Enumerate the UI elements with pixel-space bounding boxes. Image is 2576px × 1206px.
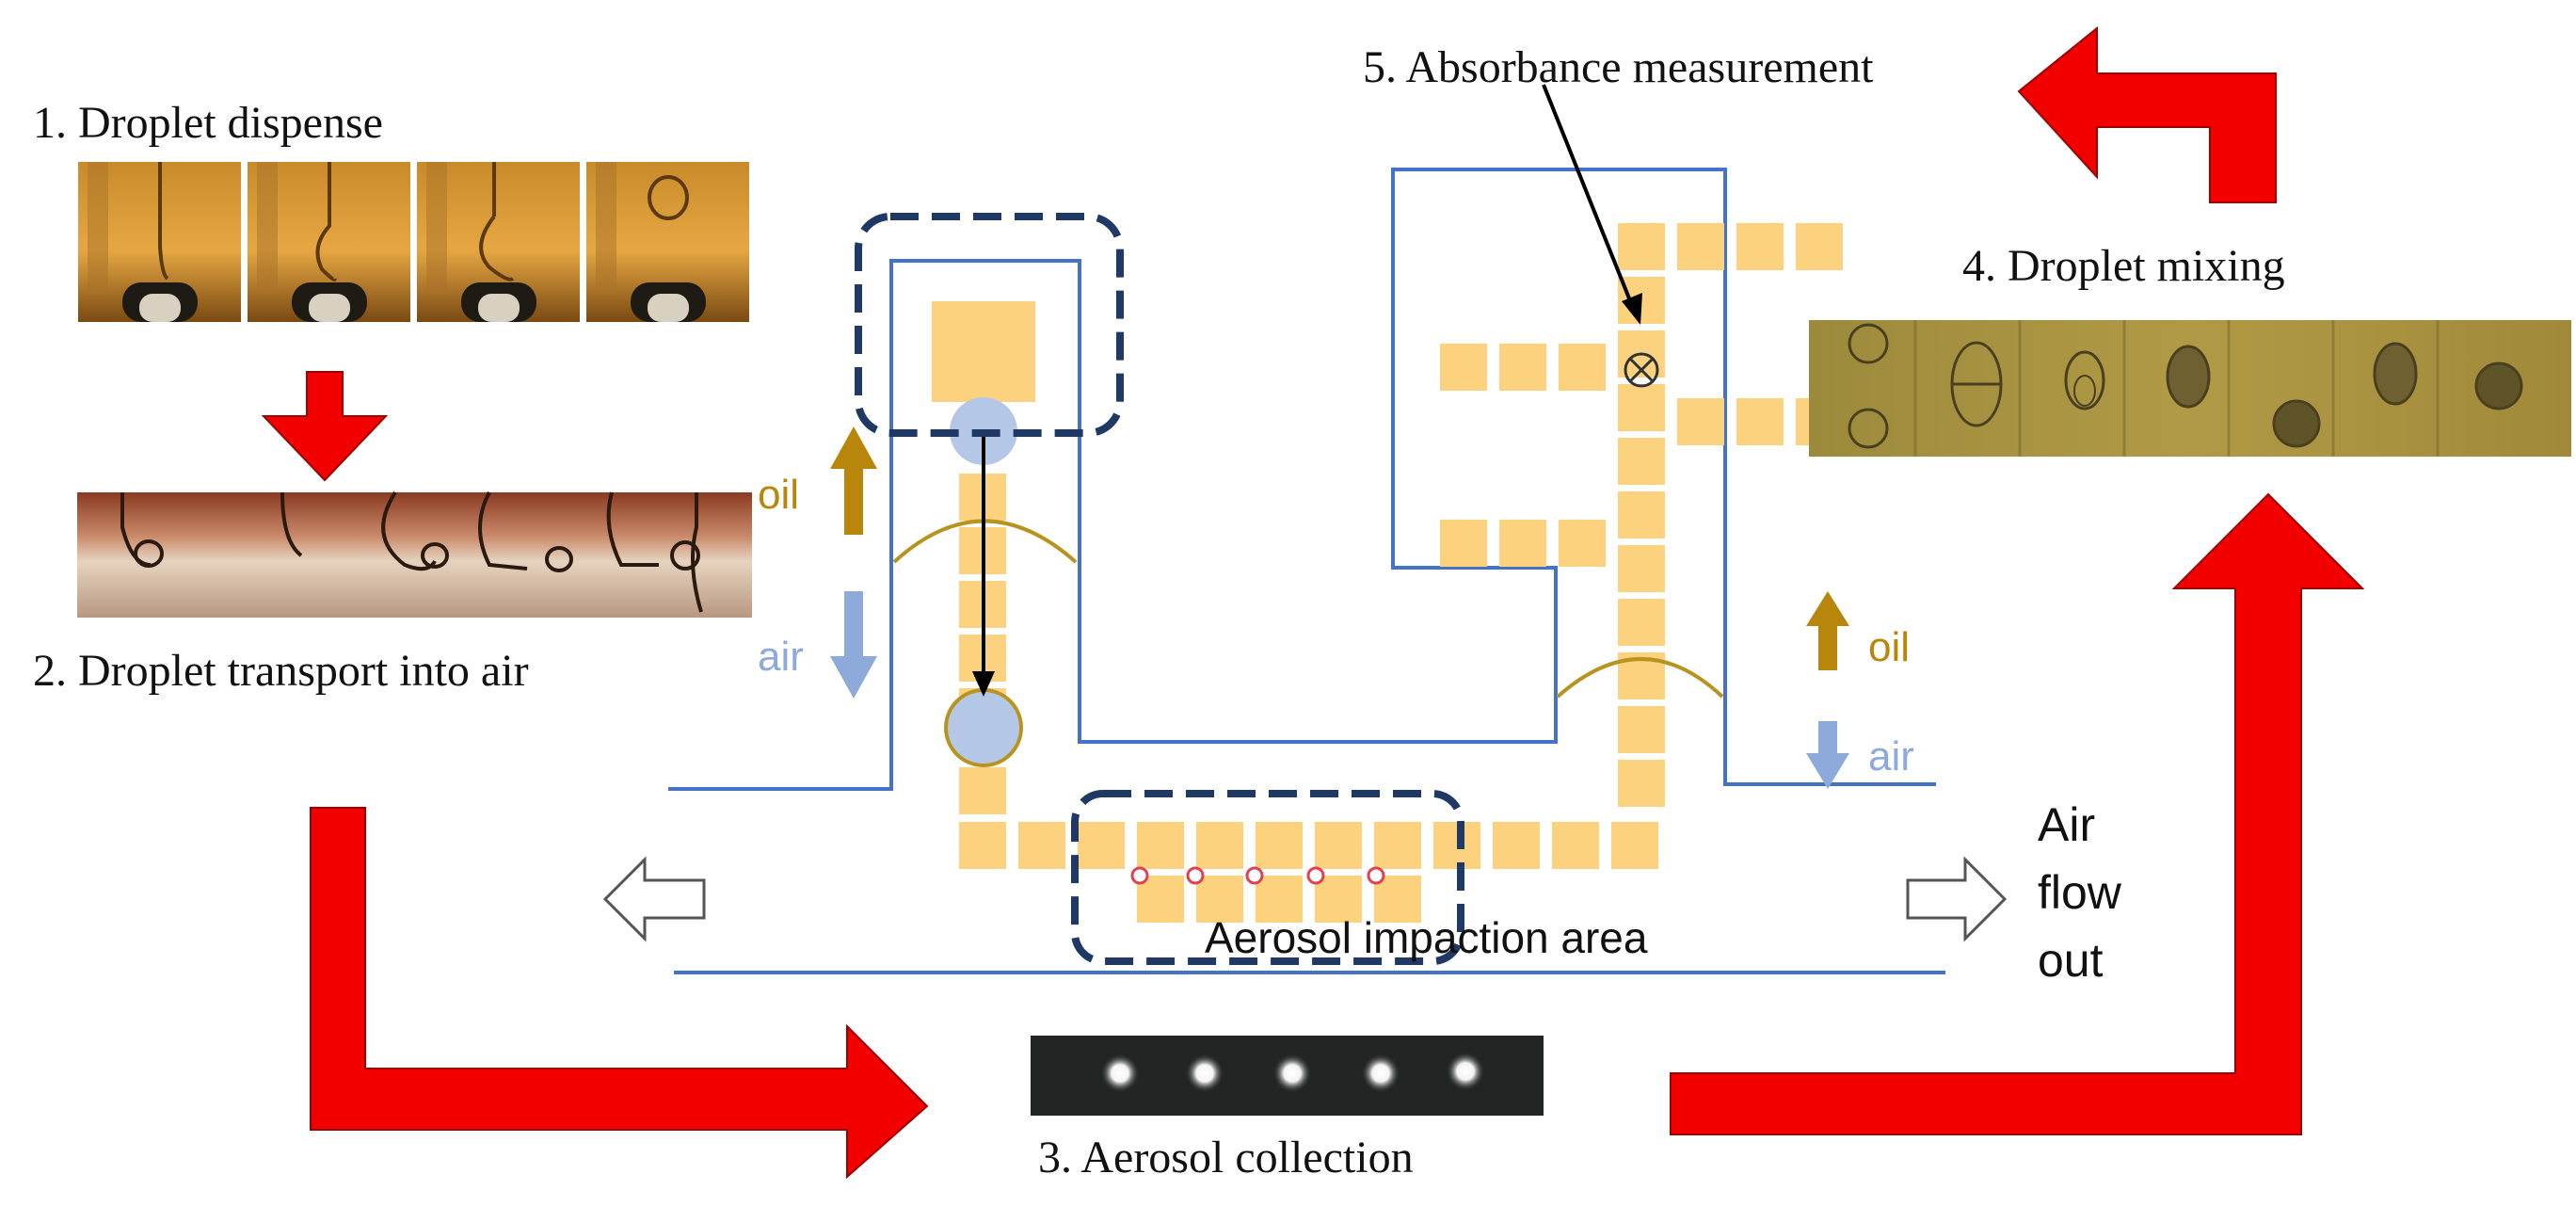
- transport-image-strip: [77, 490, 752, 618]
- process-arrow-to-measurement: [2017, 25, 2277, 203]
- dispense-region-box: [855, 213, 1124, 437]
- electrode-array: [932, 223, 1843, 923]
- process-arrow-to-collection: [310, 807, 929, 1180]
- air-label-left: air: [758, 634, 804, 680]
- air-label-right: air: [1868, 733, 1914, 780]
- collection-image-strip: [1031, 1036, 1544, 1116]
- hollow-arrow-icon: [602, 856, 706, 942]
- air-flow-label-line2: flow: [2038, 866, 2122, 919]
- process-arrow-to-mixing: [1670, 492, 2365, 1135]
- measurement-arrow-line: [1542, 84, 1633, 304]
- process-arrow-down: [261, 371, 389, 482]
- step2-label: 2. Droplet transport into air: [33, 646, 529, 696]
- measurement-arrow-head: [1622, 293, 1642, 325]
- step1-label: 1. Droplet dispense: [33, 98, 383, 148]
- air-down-arrow-left: [830, 591, 877, 699]
- dispense-image-strip: [78, 162, 749, 322]
- oil-label-right: oil: [1868, 624, 1910, 670]
- oil-label-left: oil: [758, 472, 799, 518]
- oil-air-interface-right: [1556, 657, 1724, 699]
- step5-label: 5. Absorbance measurement: [1363, 42, 1874, 92]
- air-flow-label-line1: Air: [2038, 798, 2095, 851]
- channel-walls: [668, 168, 1945, 974]
- air-flow-label-line3: out: [2038, 934, 2104, 987]
- impaction-area-label: Aerosol impaction area: [1205, 913, 1648, 962]
- impaction-region-box: [1071, 790, 1464, 965]
- droplet-in-air: [944, 688, 1023, 767]
- oil-up-arrow-right: [1806, 591, 1849, 670]
- air-down-arrow-right: [1806, 721, 1849, 789]
- mixing-image-strip: [1809, 320, 2571, 457]
- step4-label: 4. Droplet mixing: [1962, 241, 2285, 291]
- impaction-points: [1130, 866, 1385, 885]
- transport-arrow-head: [972, 671, 995, 697]
- oil-up-arrow-left: [830, 426, 877, 535]
- step3-label: 3. Aerosol collection: [1038, 1133, 1414, 1182]
- circled-x-icon: [1624, 352, 1659, 388]
- hollow-arrow-icon: [1906, 856, 2008, 942]
